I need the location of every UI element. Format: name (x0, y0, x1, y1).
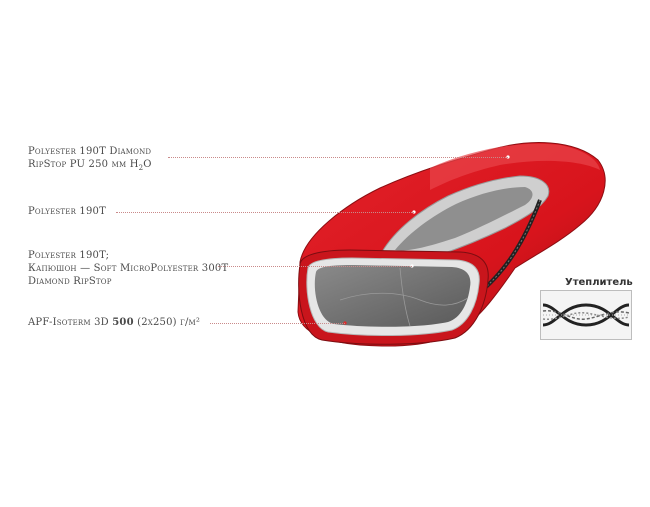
label-hood-line1: Polyester 190T; (28, 250, 110, 261)
insulation-inset (540, 290, 632, 340)
leader-line-shell (168, 157, 508, 158)
cross-section-lining (314, 265, 471, 327)
leader-line-insulation (210, 323, 345, 324)
label-lining-fabric: Polyester 190T (28, 205, 106, 218)
shell-top-highlight (430, 143, 600, 190)
inset-title: Утеплитель (565, 277, 633, 288)
label-shell-line2: RipStop PU 250 мм H2O (28, 159, 152, 172)
label-lining-text: Polyester 190T (28, 206, 106, 217)
lining-inner-shadow (395, 187, 533, 251)
label-insulation: APF-Isoterm 3D 500 (2x250) г/м² (28, 317, 201, 328)
label-shell-fabric: Polyester 190T Diamond RipStop PU 250 мм… (28, 145, 152, 175)
leader-line-lining (116, 212, 414, 213)
label-shell-line1: Polyester 190T Diamond (28, 146, 152, 157)
label-hood-line2: Капюшон — Soft MicroPolyester 300T (28, 263, 229, 274)
label-hood-line3: Diamond RipStop (28, 276, 112, 287)
label-hood-fabric: Polyester 190T; Капюшон — Soft MicroPoly… (28, 249, 228, 288)
leader-line-hood (218, 266, 412, 267)
insulation-structure-icon (541, 291, 631, 339)
